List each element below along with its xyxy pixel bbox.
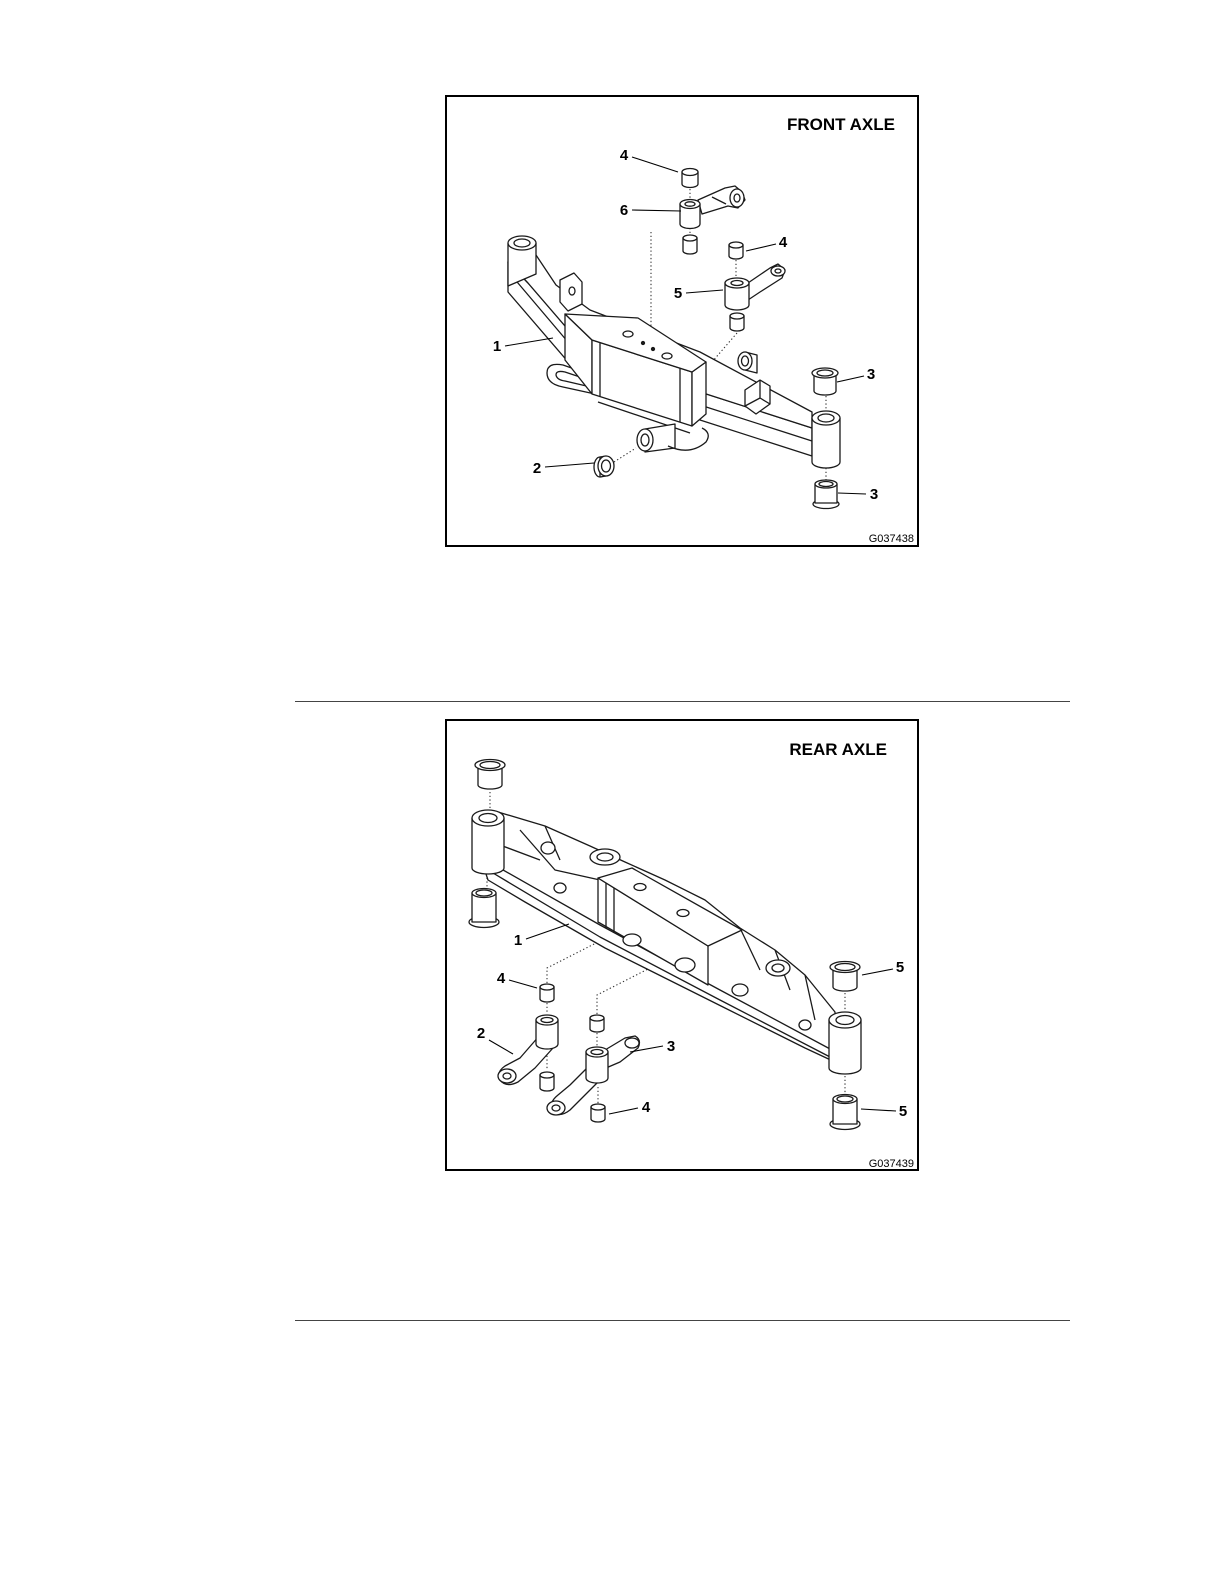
callout-label: 5 — [896, 959, 904, 976]
bushing-5-upper — [830, 962, 860, 992]
bushing-5-lower — [830, 1095, 860, 1130]
callout-label: 4 — [620, 147, 629, 164]
bushing-2 — [594, 456, 614, 477]
callout-label: 3 — [667, 1038, 675, 1055]
callout-label: 5 — [674, 285, 682, 302]
callout-label: 1 — [514, 932, 522, 949]
right-pivot-boss — [812, 411, 840, 468]
callout-label: 4 — [642, 1099, 651, 1116]
callout-label: 4 — [779, 234, 788, 251]
rear-axle-figure: REAR AXLE — [445, 719, 919, 1171]
callout-label: 2 — [477, 1025, 485, 1042]
front-axle-figure: FRONT AXLE — [445, 95, 919, 547]
callout-label: 4 — [497, 970, 506, 987]
callout-label: 6 — [620, 202, 628, 219]
right-pivot-boss — [829, 1012, 861, 1074]
figure-frame — [446, 96, 918, 546]
callout-label: 1 — [493, 338, 501, 355]
bushing-lower-left — [469, 889, 499, 928]
bushing-3-lower — [813, 480, 839, 509]
section-divider — [295, 701, 1070, 702]
callout-label: 3 — [870, 486, 878, 503]
bushing-upper-left — [475, 760, 505, 790]
figure-title: REAR AXLE — [789, 740, 887, 759]
section-divider — [295, 1320, 1070, 1321]
figure-title: FRONT AXLE — [787, 115, 895, 134]
callout-label: 5 — [899, 1103, 907, 1120]
figure-code: G037439 — [869, 1158, 914, 1170]
callout-label: 2 — [533, 460, 541, 477]
left-pivot-boss — [472, 810, 504, 874]
bushing-3-upper — [812, 368, 838, 395]
callout-label: 3 — [867, 366, 875, 383]
figure-code: G037438 — [869, 533, 914, 545]
